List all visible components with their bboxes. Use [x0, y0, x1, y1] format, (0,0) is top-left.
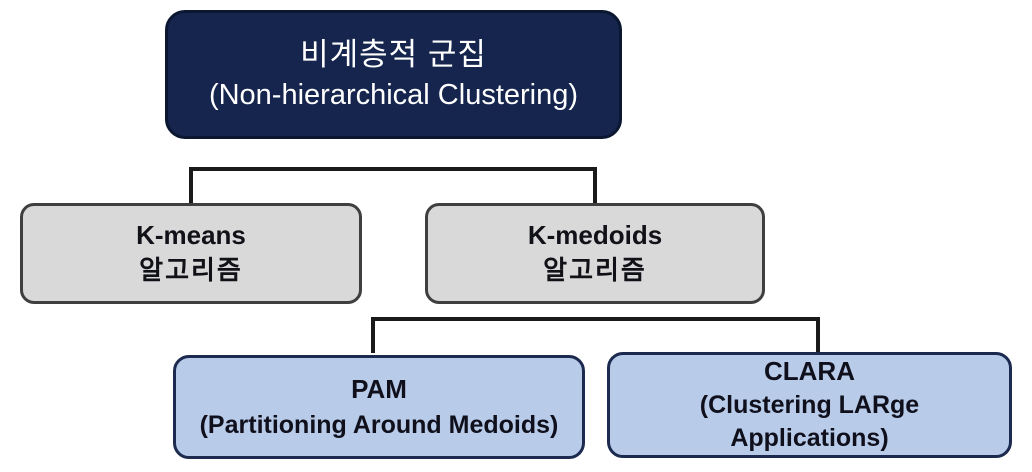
root-title-korean: 비계층적 군집 [300, 36, 487, 72]
node-non-hierarchical-clustering: 비계층적 군집 (Non-hierarchical Clustering) [165, 10, 622, 139]
kmedoids-label-korean: 알고리즘 [543, 255, 647, 285]
connector-kmedoids-to-leaves [371, 317, 820, 353]
node-kmeans: K-means 알고리즘 [20, 203, 362, 304]
pam-subtitle: (Partitioning Around Medoids) [199, 410, 559, 439]
node-kmedoids: K-medoids 알고리즘 [425, 203, 765, 304]
node-pam: PAM (Partitioning Around Medoids) [173, 355, 585, 459]
kmeans-label-korean: 알고리즘 [139, 255, 243, 285]
clara-subtitle-line1: (Clustering LARge [699, 390, 920, 419]
kmeans-label: K-means [136, 220, 246, 251]
pam-label: PAM [351, 373, 407, 404]
kmedoids-label: K-medoids [527, 220, 663, 251]
connector-root-to-children [189, 167, 597, 203]
clara-label: CLARA [764, 355, 855, 386]
node-clara: CLARA (Clustering LARge Applications) [607, 352, 1012, 458]
clara-subtitle-line2: Applications) [730, 423, 889, 452]
root-title-english: (Non-hierarchical Clustering) [208, 78, 579, 111]
